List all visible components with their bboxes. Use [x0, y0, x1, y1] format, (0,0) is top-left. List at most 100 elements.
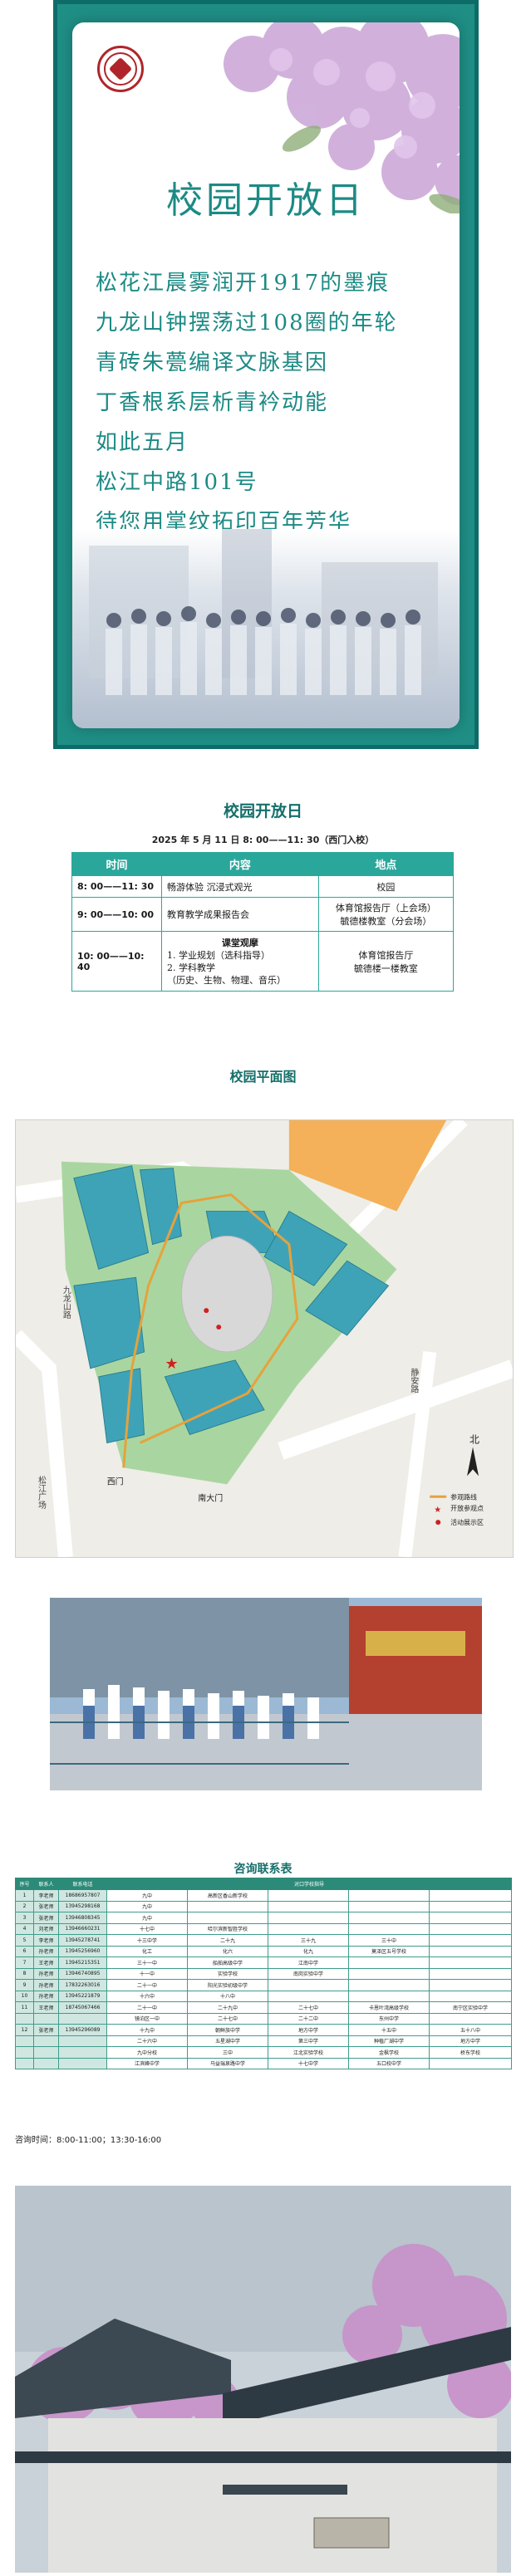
verse-line: 松江中路101号 — [96, 470, 258, 495]
school-cell: 朝鲜族中学 — [187, 2024, 268, 2036]
schedule-title: 校园开放日 — [223, 802, 302, 820]
contact-name-cell: 孙老师 — [33, 1945, 59, 1957]
school-cell: 种植厂湖中学 — [348, 2035, 430, 2047]
index-cell: 4 — [15, 1922, 34, 1935]
column-header: 时间 — [71, 852, 162, 876]
school-cell: 十三中学 — [106, 1934, 188, 1947]
phone-cell: 13945278741 — [58, 1934, 107, 1947]
school-cell — [187, 1912, 268, 1924]
schedule-row: 10: 00——10: 40 课堂观摩 1. 学业规划（选科指导） 2. 学科教… — [71, 931, 455, 992]
contact-row: 镜泊区一中二十七中二十二中东州中学 — [15, 2012, 513, 2025]
compass-arrow-icon — [467, 1447, 479, 1477]
school-cell — [428, 1956, 513, 1969]
event-date: 2025 年 5 月 11 日 8: 00——11: 30（西门入校） — [151, 835, 375, 845]
school-cell — [428, 2057, 513, 2069]
verse-line: 丁香根系层析青衿动能 — [96, 390, 329, 415]
school-cell — [428, 1934, 513, 1947]
school-cell: 十五中 — [348, 2024, 430, 2036]
poster-title: 校园开放日 — [166, 179, 366, 222]
place-cell: 体育馆报告厅（上会场） 毓德楼教室（分会场） — [317, 897, 455, 932]
column-header: 对口学校指导 — [106, 1878, 513, 1890]
school-cell: 十九中 — [106, 2024, 188, 2036]
school-cell: 二十七中 — [187, 2012, 268, 2025]
school-cell: 东州中学 — [348, 2012, 430, 2025]
school-cell: 二十九中 — [187, 2001, 268, 2014]
school-cell: 实验学校 — [187, 1967, 268, 1980]
school-cell: 南岗实验中学 — [268, 1967, 349, 1980]
school-cell: 二十一中 — [106, 2001, 188, 2014]
index-cell — [15, 2035, 34, 2047]
school-cell: 五十八中 — [428, 2024, 513, 2036]
school-cell — [348, 1967, 430, 1980]
verse-line: 松花江晨雾润开1917的墨痕 — [96, 271, 391, 296]
school-cell — [428, 1922, 513, 1935]
lilac-flowers-image — [202, 22, 460, 217]
school-cell: 化六 — [187, 1945, 268, 1957]
school-cell — [348, 1889, 430, 1902]
school-cell: 三十中 — [348, 1934, 430, 1947]
school-cell: 桥东学校 — [428, 2046, 513, 2059]
index-cell: 7 — [15, 1956, 34, 1969]
index-cell: 9 — [15, 1979, 34, 1991]
index-cell: 3 — [15, 1912, 34, 1924]
school-cell: 卡恩叶湾高级学校 — [348, 2001, 430, 2014]
west-gate-label: 西门 — [107, 1476, 124, 1486]
phone-cell — [58, 2012, 107, 2025]
phone-cell: 18745067466 — [58, 2001, 107, 2014]
school-cell: 二十一中 — [106, 1979, 188, 1991]
phone-cell: 13945296089 — [58, 2024, 107, 2036]
school-cell: 化工 — [106, 1945, 188, 1957]
contact-name-cell: 孙老师 — [33, 1979, 59, 1991]
map-title: 校园平面图 — [229, 1069, 297, 1085]
contact-name-cell: 孙老师 — [33, 1967, 59, 1980]
phone-cell: 18686957807 — [58, 1889, 107, 1902]
school-cell — [348, 1922, 430, 1935]
building-block — [73, 1165, 150, 1270]
school-cell — [428, 1990, 513, 2002]
school-cell: 马益瑞泉路中学 — [187, 2057, 268, 2069]
phone-cell — [58, 2057, 107, 2069]
verse-line: 青砖朱甍编译文脉基因 — [96, 350, 329, 375]
verse-line: 如此五月 — [96, 430, 189, 455]
school-cell: 二十六中 — [106, 2035, 188, 2047]
course-item: 2. 学科教学 — [167, 962, 215, 973]
school-cell: 九中 — [106, 1912, 188, 1924]
phone-cell: 13945221879 — [58, 1990, 107, 2002]
school-cell: 高新区香山新学校 — [187, 1889, 268, 1902]
building-block — [263, 1210, 348, 1286]
school-cell — [348, 1912, 430, 1924]
school-cell: 三十一中 — [106, 1956, 188, 1969]
school-cell: 江北实验学校 — [268, 2046, 349, 2059]
phone-cell: 13946808345 — [58, 1912, 107, 1924]
compass-north-label: 北 — [469, 1434, 479, 1446]
course-item: 1. 学业规划（选科指导） — [167, 949, 270, 961]
index-cell — [15, 2046, 34, 2059]
visit-route-line — [122, 1193, 299, 1468]
school-cell: 船舶高级中学 — [187, 1956, 268, 1969]
school-cell: 十六中 — [106, 1990, 188, 2002]
school-cell: 江滨峰中学 — [106, 2057, 188, 2069]
phone-cell: 13945298168 — [58, 1900, 107, 1912]
time-cell: 9: 00——10: 00 — [71, 897, 162, 932]
school-cell — [268, 1912, 349, 1924]
lilac-illustration — [224, 22, 460, 217]
school-cell — [428, 2012, 513, 2025]
school-cell — [268, 1979, 349, 1991]
poster-verse: 松花江晨雾润开1917的墨痕 九龙山钟摆荡过108圈的年轮 青砖朱甍编译文脉基因… — [96, 263, 398, 542]
phone-cell: 17832263016 — [58, 1979, 107, 1991]
legend-point-label: 开放参观点 — [450, 1504, 484, 1512]
contact-row: 江滨峰中学马益瑞泉路中学十七中学五口校中学 — [15, 2057, 513, 2069]
index-cell: 5 — [15, 1934, 34, 1947]
index-cell — [15, 2012, 34, 2025]
school-cell — [428, 1967, 513, 1980]
phone-cell: 13945215351 — [58, 1956, 107, 1969]
contact-name-cell: 王老师 — [33, 2001, 59, 2014]
contact-name-cell: 张老师 — [33, 1912, 59, 1924]
contact-name-cell: 刘老师 — [33, 1922, 59, 1935]
schedule-row: 9: 00——10: 00 教育教学成果报告会 体育馆报告厅（上会场） 毓德楼教… — [71, 897, 455, 932]
school-cell: 二十九 — [187, 1934, 268, 1947]
phone-cell: 13946660231 — [58, 1922, 107, 1935]
